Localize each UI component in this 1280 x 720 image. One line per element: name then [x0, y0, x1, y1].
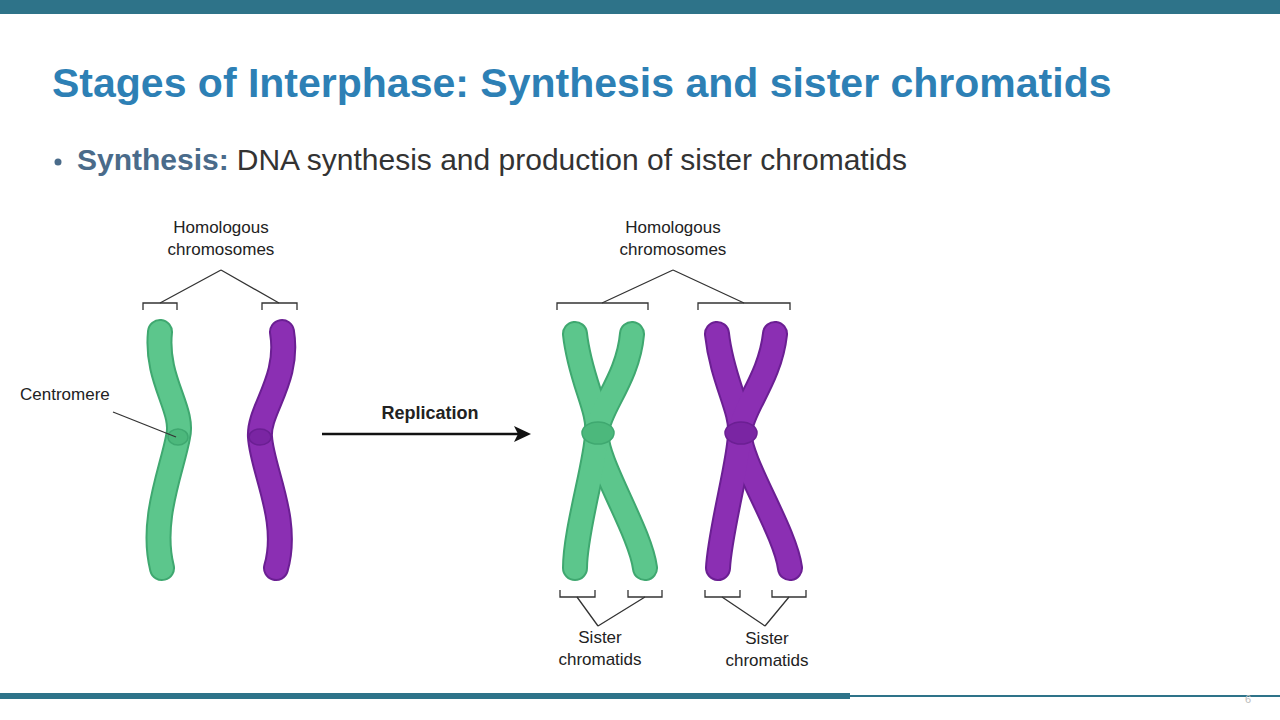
page-number: 6 [1238, 688, 1258, 710]
arrow-head [514, 426, 531, 442]
bullet-dot [55, 159, 62, 166]
brackets [113, 270, 806, 626]
homologous-label: Homologous chromosomes [151, 217, 291, 261]
bullet-term: Synthesis: [77, 143, 229, 176]
bullet-line: Synthesis:DNA synthesis and production o… [77, 143, 907, 177]
centromere [168, 429, 188, 445]
sister-chromatids-label: Sister chromatids [545, 627, 655, 671]
sister-chromatids-label: Sister chromatids [712, 628, 822, 672]
replication-arrow [322, 433, 520, 436]
green-chromosome [158, 332, 179, 568]
centromere [249, 429, 271, 445]
centromere [725, 422, 757, 444]
bottom-bar [0, 693, 850, 699]
top-bar [0, 0, 1280, 14]
slide-title: Stages of Interphase: Synthesis and sist… [52, 60, 1111, 107]
centromere [582, 422, 614, 444]
bullet-text: DNA synthesis and production of sister c… [237, 143, 907, 176]
bottom-bar-thin [850, 695, 1280, 697]
purple-chromosome [260, 332, 283, 568]
centromere-label: Centromere [20, 384, 130, 406]
homologous-label: Homologous chromosomes [603, 217, 743, 261]
purple-replicated-chromosome [717, 334, 790, 568]
green-replicated-chromosome [575, 334, 645, 568]
replication-label: Replication [360, 402, 500, 424]
